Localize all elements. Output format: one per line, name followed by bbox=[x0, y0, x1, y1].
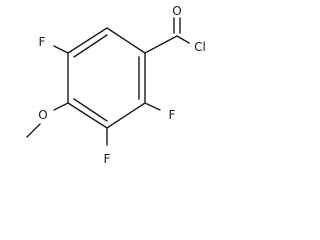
fluorine-right-label: F bbox=[169, 108, 176, 122]
bond-carbonyl-to-cl bbox=[176, 35, 190, 44]
carbonyl-oxygen-label: O bbox=[172, 4, 181, 18]
bond-c5-to-f bbox=[53, 45, 69, 54]
chlorine-label: Cl bbox=[194, 40, 206, 54]
ring-double-bond-c5-c6-inner bbox=[73, 34, 108, 58]
substituents: F F O F bbox=[26, 35, 176, 166]
ring-bond-c5-c6 bbox=[67, 27, 108, 54]
bond-c4-to-o bbox=[53, 102, 69, 111]
benzene-ring bbox=[67, 27, 146, 129]
ring-bond-c3-c4 bbox=[67, 102, 108, 129]
bond-c2-to-f bbox=[144, 102, 161, 111]
fluorine-bottom-label: F bbox=[104, 152, 111, 166]
chemical-structure: O Cl F F O F bbox=[26, 4, 206, 166]
methoxy-oxygen-label: O bbox=[38, 108, 47, 122]
fluorine-top-label: F bbox=[39, 35, 46, 49]
acyl-chloride-group: O Cl bbox=[144, 4, 206, 54]
ring-double-bond-c3-c4-inner bbox=[73, 98, 108, 122]
ring-bond-c2-c3 bbox=[106, 102, 146, 129]
bond-ring-to-carbonyl bbox=[144, 35, 178, 54]
bond-o-to-methyl bbox=[26, 123, 41, 138]
ring-bond-c6-c1 bbox=[106, 27, 146, 54]
